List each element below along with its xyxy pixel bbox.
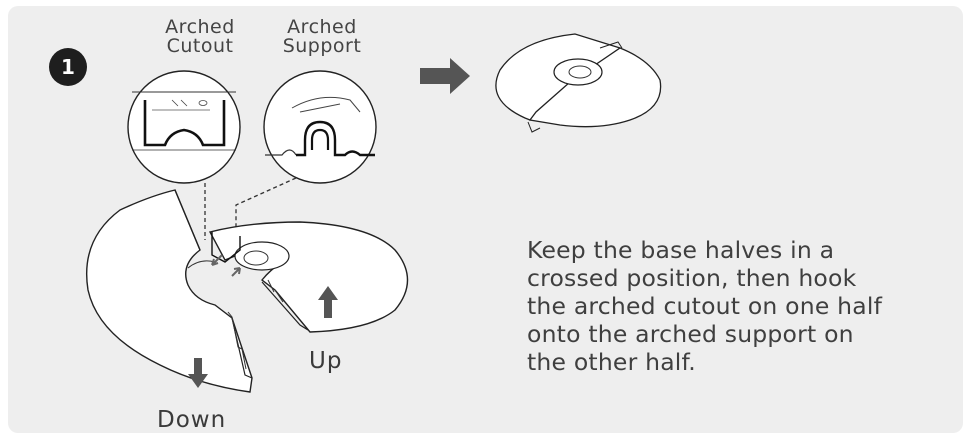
instruction-line-4: onto the arched support on	[527, 320, 887, 348]
assembled-base-result	[496, 34, 661, 132]
instruction-line-1: Keep the base halves in a	[527, 236, 887, 264]
left-base-half	[87, 190, 252, 392]
result-arrow-icon	[420, 58, 470, 94]
down-label: Down	[157, 407, 226, 433]
instruction-line-2: crossed position, then hook	[527, 264, 887, 292]
instruction-line-3: the arched cutout on one half	[527, 292, 887, 320]
instruction-line-5: the other half.	[527, 348, 887, 376]
arched-cutout-detail	[128, 71, 240, 183]
arched-support-detail	[264, 71, 376, 183]
up-label: Up	[309, 348, 342, 374]
right-base-half	[210, 222, 408, 332]
push-arrow-right	[232, 268, 240, 276]
instruction-text: Keep the base halves in a crossed positi…	[527, 236, 887, 376]
